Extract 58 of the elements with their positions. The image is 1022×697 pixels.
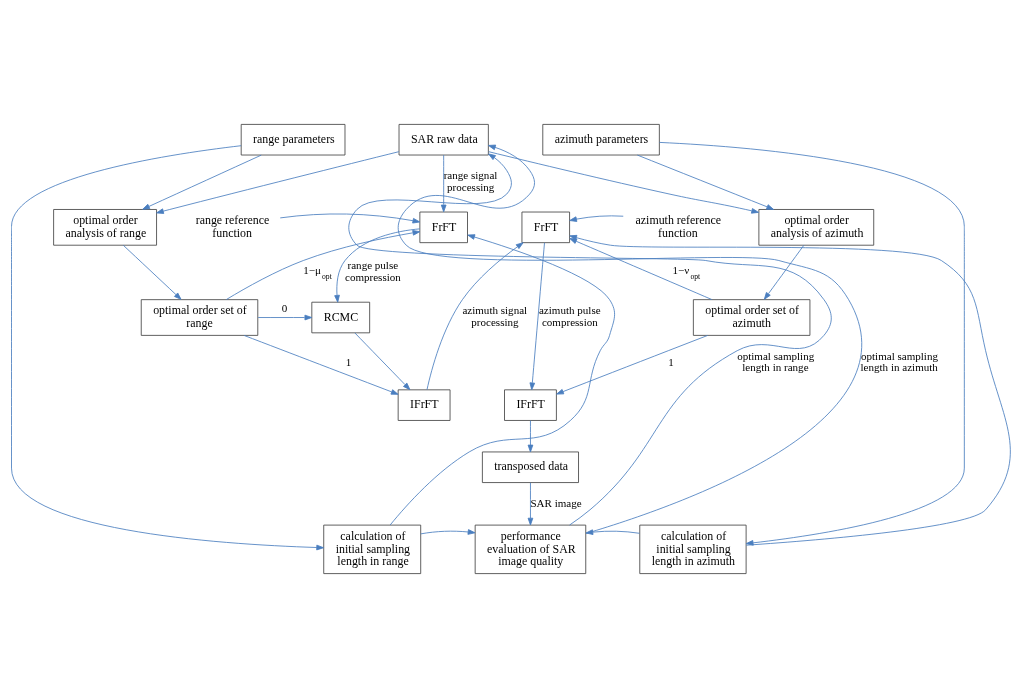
arrow [763,244,805,300]
edge-label: optimal sampling length in range [737,349,815,373]
node-box: calculation of initial sampling length in range [323,524,422,574]
node-box: optimal order analysis of range [53,208,157,246]
arrow [389,233,616,525]
node-box: azimuth parameters [542,123,660,155]
arrow [569,237,713,300]
arrow [556,334,709,395]
arrow [636,154,774,210]
edge-label: 1 [345,355,352,367]
arrow [488,150,759,214]
arrow [569,234,1011,546]
edge-label: range signal processing [443,168,498,193]
node-box: IFrFT [397,388,451,421]
edge-label: 1 [668,355,674,367]
arrow [142,154,262,210]
node-box: performance evaluation of SAR image quality [474,524,587,574]
arrow [257,314,313,320]
edge-label: azimuth pulse compression [538,303,601,328]
node-box: IFrFT [504,388,557,421]
edge-label: 1−μ$_{opt}$ [303,263,332,281]
arrow [426,241,524,390]
node-box: optimal order set of range [140,298,259,336]
edge-label: optimal sampling length in azimuth [860,349,938,373]
edge-label: range pulse compression [344,258,401,283]
node-box: calculation of initial sampling length in azimuth [639,524,747,574]
arrow [243,334,399,395]
arrow [529,241,545,390]
arrow [156,150,400,214]
node-box: range parameters [240,123,346,155]
arrow [527,419,534,452]
edge-label: SAR image [530,496,582,509]
node-box: optimal order analysis of azimuth [758,208,875,246]
arrow [11,144,324,550]
arrow [585,528,640,535]
node-box: SAR raw data [398,123,489,155]
node-box: optimal order set of azimuth [692,298,811,336]
arrow [527,481,534,525]
arrow [440,154,447,212]
arrow [348,153,832,525]
arrow [420,528,476,535]
arrow [334,227,421,303]
arrow [354,332,411,390]
node-box: FrFT [521,211,570,243]
node-text: azimuth reference function [635,212,722,240]
edge-label: 0 [281,301,288,314]
node-text: range reference function [195,212,270,240]
node-box: FrFT [419,211,468,243]
arrow [122,244,182,300]
node-box: RCMC [311,301,371,333]
arrow [659,141,965,546]
arrow [279,213,421,223]
node-box: transposed data [481,451,579,483]
arrow [225,229,421,300]
arrow [397,144,862,534]
arrow [569,214,624,222]
edge-label: 1−ν$_{opt}$ [672,263,701,281]
edge-label: azimuth signal processing [462,303,528,328]
